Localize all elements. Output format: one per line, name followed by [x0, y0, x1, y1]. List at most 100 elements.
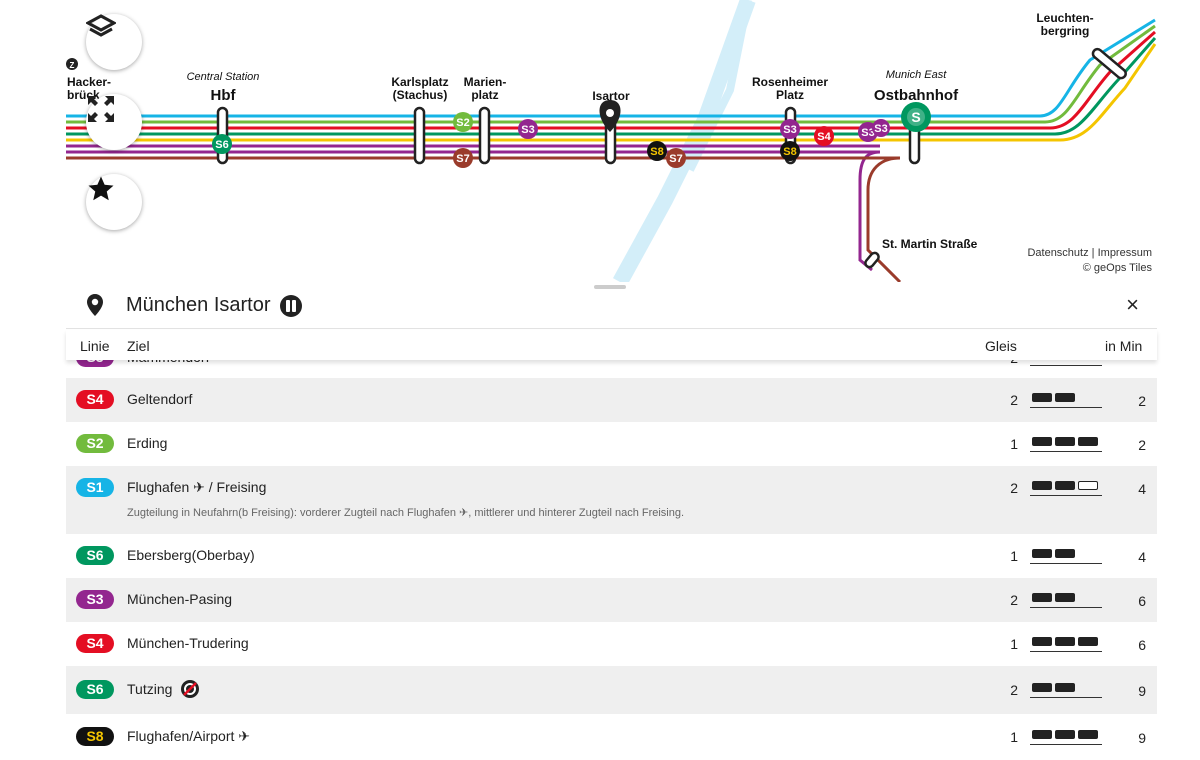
- train-car: [1078, 637, 1098, 646]
- line-badge: S3: [76, 590, 114, 609]
- train-cars: [1030, 547, 1102, 564]
- label-marienplatz: Marien-platz: [464, 75, 507, 102]
- train-car: [1032, 637, 1052, 646]
- privacy-link[interactable]: Datenschutz: [1027, 247, 1089, 259]
- train-car-empty: [1078, 481, 1098, 490]
- map-badge-s8-isartor: S8: [647, 141, 667, 161]
- map[interactable]: S6 S2 S7 S3 S8 S7 S3 S4 S8 S3 S3 S Z Hac…: [0, 0, 1200, 282]
- split-note: Zugteilung in Neufahrn(b Freising): vord…: [127, 507, 685, 519]
- train-car: [1078, 437, 1098, 446]
- platform: 2: [1010, 392, 1018, 408]
- train-cars: [1030, 391, 1102, 408]
- train-car: [1055, 393, 1075, 402]
- train-car: [1055, 593, 1075, 602]
- drag-handle[interactable]: [594, 285, 626, 289]
- map-badge-s3-ost-b: S3: [872, 119, 890, 137]
- selected-station-pin: [599, 100, 621, 132]
- train-car: [1032, 481, 1052, 490]
- train-car: [1032, 437, 1052, 446]
- train-car: [1055, 637, 1075, 646]
- departure-list[interactable]: S3Mammendorf2S4Geltendorf22S2Erding12S1F…: [66, 360, 1157, 760]
- map-badge-s4-rosenheimer: S4: [814, 126, 834, 146]
- train-cars: [1030, 479, 1102, 496]
- platform: 2: [1010, 592, 1018, 608]
- map-badge-s3-rosenheimer: S3: [780, 119, 800, 139]
- destination: Ebersberg(Oberbay): [127, 547, 255, 563]
- label-isartor: Isartor: [592, 89, 630, 103]
- train-car: [1055, 437, 1075, 446]
- train-car: [1055, 481, 1075, 490]
- minutes: 9: [1138, 683, 1146, 699]
- train-car: [1078, 730, 1098, 739]
- line-badge: S3: [76, 360, 114, 367]
- destination: München-Pasing: [127, 591, 233, 607]
- train-cars: [1030, 360, 1102, 366]
- destination: Tutzing: [127, 681, 173, 697]
- svg-text:S3: S3: [783, 124, 796, 136]
- minutes: 4: [1138, 481, 1146, 497]
- destination: Mammendorf: [127, 360, 209, 365]
- imprint-link[interactable]: Impressum: [1097, 247, 1152, 259]
- col-destination: Ziel: [127, 338, 150, 354]
- no-stop-icon: [181, 680, 199, 698]
- column-headers: Linie Ziel Gleis in Min: [66, 330, 1157, 360]
- svg-text:S4: S4: [817, 131, 831, 143]
- svg-text:S3: S3: [861, 127, 874, 139]
- platform: 1: [1010, 636, 1018, 652]
- train-car: [1032, 549, 1052, 558]
- close-button[interactable]: ×: [1126, 292, 1139, 317]
- train-cars: [1030, 635, 1102, 652]
- svg-text:S: S: [911, 109, 920, 125]
- map-credits: Datenschutz | Impressum © geOps Tiles: [1027, 247, 1152, 274]
- network-map[interactable]: S6 S2 S7 S3 S8 S7 S3 S4 S8 S3 S3 S Z Hac…: [0, 0, 1200, 282]
- minutes: 4: [1138, 549, 1146, 565]
- label-central-station: Central Station: [187, 71, 260, 83]
- col-minutes: in Min: [1105, 338, 1143, 354]
- panel-header: München Isartor ×: [66, 282, 1157, 329]
- favorite-button[interactable]: [86, 174, 142, 230]
- label-st-martin: St. Martin Straße: [882, 237, 978, 251]
- destination: Geltendorf: [127, 391, 193, 407]
- svg-text:S6: S6: [215, 139, 228, 151]
- train-car: [1055, 683, 1075, 692]
- map-badge-s6-hbf: S6: [212, 134, 232, 154]
- star-icon: [88, 176, 114, 201]
- location-pin-icon: [87, 294, 103, 316]
- svg-text:S7: S7: [456, 153, 469, 165]
- minutes: 9: [1138, 730, 1146, 746]
- departure-row[interactable]: S3 München-Pasing 2 6: [66, 578, 1157, 622]
- platform: 1: [1010, 729, 1018, 745]
- col-line: Linie: [80, 338, 110, 354]
- svg-text:S8: S8: [783, 146, 796, 158]
- train-car: [1055, 549, 1075, 558]
- fullscreen-icon: [88, 96, 114, 122]
- map-badge-hacker: Z: [66, 58, 78, 70]
- platform: 1: [1010, 548, 1018, 564]
- line-badge: S8: [76, 727, 114, 746]
- label-hbf: Hbf: [211, 87, 237, 104]
- svg-text:S3: S3: [521, 124, 534, 136]
- train-cars: [1030, 681, 1102, 698]
- departures-panel: München Isartor × Linie Ziel Gleis in Mi…: [66, 282, 1157, 760]
- departure-row[interactable]: S3Mammendorf2: [66, 360, 1157, 378]
- fullscreen-button[interactable]: [86, 94, 142, 150]
- train-car: [1032, 730, 1052, 739]
- destination: Erding: [127, 435, 168, 451]
- layers-icon: [86, 14, 116, 37]
- train-cars: [1030, 591, 1102, 608]
- col-platform: Gleis: [985, 338, 1017, 354]
- line-badge: S6: [76, 680, 114, 699]
- page-title: München Isartor: [126, 294, 271, 316]
- label-karlsplatz: Karlsplatz(Stachus): [391, 75, 448, 102]
- layers-button[interactable]: [86, 14, 142, 70]
- train-cars: [1030, 728, 1102, 745]
- line-badge: S4: [76, 390, 114, 409]
- minutes: 6: [1138, 593, 1146, 609]
